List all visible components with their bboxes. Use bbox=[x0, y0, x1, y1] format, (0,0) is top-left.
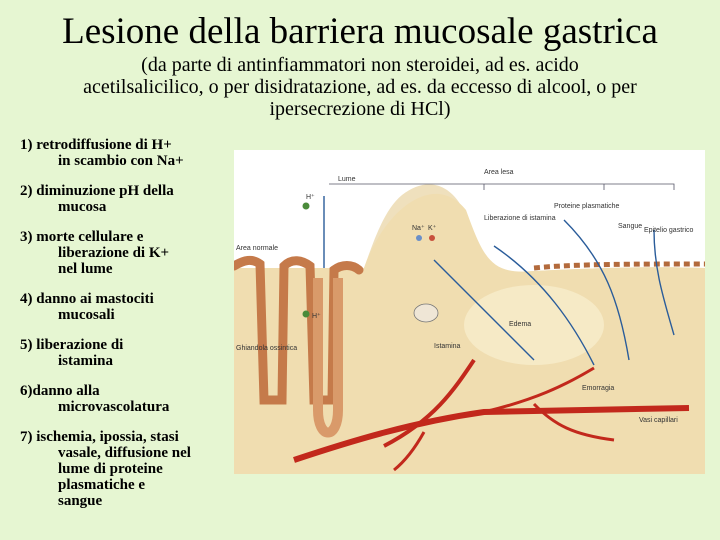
capillary bbox=[293, 405, 690, 463]
label-ghiandola-ossintica: Ghiandola ossintica bbox=[236, 345, 297, 352]
label-epitelio-gastrico: Epitelio gastrico bbox=[644, 227, 694, 234]
slide-title: Lesione della barriera mucosale gastrica bbox=[62, 11, 658, 52]
step-line: microvascolatura bbox=[58, 399, 170, 415]
label-sangue: Sangue bbox=[618, 223, 642, 230]
step-line: lume di proteine bbox=[58, 461, 163, 477]
label-istamina: Istamina bbox=[434, 343, 461, 350]
step-line: 2) diminuzione pH della bbox=[20, 183, 174, 199]
step-line: nel lume bbox=[58, 261, 113, 277]
step-line: 1) retrodiffusione di H+ bbox=[20, 137, 172, 153]
damaged-epithelium bbox=[533, 261, 705, 271]
step-line: 3) morte cellulare e bbox=[20, 229, 144, 245]
label-vasi-capillari: Vasi capillari bbox=[639, 417, 678, 424]
label-proteine-plasmatiche: Proteine plasmatiche bbox=[554, 203, 619, 210]
subtitle-line: ipersecrezione di HCl) bbox=[269, 98, 451, 120]
step-line: sangue bbox=[58, 493, 103, 509]
step-line: plasmatiche e bbox=[58, 477, 146, 493]
step-6: 6)danno alla microvascolatura bbox=[20, 383, 236, 415]
step-line: vasale, diffusione nel bbox=[58, 445, 191, 461]
damaged-cell bbox=[413, 303, 439, 323]
label-area-normale: Area normale bbox=[236, 245, 278, 252]
label-lume: Lume bbox=[338, 176, 356, 183]
mucosa-diagram: Lume H⁺ H⁺ Na⁺ K⁺ Area lesa Area normale… bbox=[234, 150, 705, 474]
na-ion-marker bbox=[416, 235, 422, 241]
lumen-area bbox=[234, 150, 705, 274]
step-7: 7) ischemia, ipossia, stasi vasale, diff… bbox=[20, 429, 236, 509]
diffusion-arrow bbox=[653, 229, 675, 336]
step-1: 1) retrodiffusione di H+ in scambio con … bbox=[20, 137, 236, 169]
label-h-plus: H⁺ bbox=[306, 193, 315, 201]
lesion-bracket bbox=[329, 183, 675, 190]
diffusion-arrow bbox=[563, 219, 630, 361]
label-na-plus: Na⁺ bbox=[412, 224, 425, 232]
step-line: mucosa bbox=[58, 199, 107, 215]
label-edema: Edema bbox=[509, 321, 531, 328]
normal-epithelium bbox=[234, 255, 364, 405]
step-line: 4) danno ai mastociti bbox=[20, 291, 154, 307]
gastric-pit bbox=[313, 278, 343, 438]
slide-subtitle: (da parte di antinfiammatori non steroid… bbox=[18, 54, 702, 120]
step-5: 5) liberazione di istamina bbox=[20, 337, 236, 369]
step-4: 4) danno ai mastociti mucosali bbox=[20, 291, 236, 323]
label-liberazione-istamina: Liberazione di istamina bbox=[484, 215, 556, 222]
edema-zone bbox=[464, 285, 604, 365]
label-k-plus: K⁺ bbox=[428, 224, 437, 232]
step-list: 1) retrodiffusione di H+ in scambio con … bbox=[20, 137, 236, 523]
capillary bbox=[483, 366, 595, 414]
capillary bbox=[383, 358, 476, 448]
step-line: 6)danno alla bbox=[20, 383, 100, 399]
h-ion-marker bbox=[302, 202, 310, 210]
step-3: 3) morte cellulare e liberazione di K+ n… bbox=[20, 229, 236, 277]
subtitle-line: (da parte di antinfiammatori non steroid… bbox=[141, 54, 579, 76]
label-emorragia: Emorragia bbox=[582, 385, 614, 392]
step-line: 5) liberazione di bbox=[20, 337, 124, 353]
label-h-plus: H⁺ bbox=[312, 312, 321, 320]
step-line: istamina bbox=[58, 353, 114, 369]
capillary bbox=[393, 431, 426, 472]
capillary bbox=[532, 402, 615, 442]
step-line: 7) ischemia, ipossia, stasi bbox=[20, 429, 179, 445]
step-line: liberazione di K+ bbox=[58, 245, 170, 261]
diffusion-arrow bbox=[433, 259, 535, 361]
step-2: 2) diminuzione pH della mucosa bbox=[20, 183, 236, 215]
step-line: mucosali bbox=[58, 307, 115, 323]
gastric-mucosa-illustration: Lume H⁺ H⁺ Na⁺ K⁺ Area lesa Area normale… bbox=[234, 150, 705, 474]
h-ion-marker bbox=[302, 310, 310, 318]
k-ion-marker bbox=[429, 235, 435, 241]
diffusion-arrow bbox=[493, 245, 595, 366]
step-line: in scambio con Na+ bbox=[58, 153, 184, 169]
subtitle-line: acetilsalicilico, o per disidratazione, … bbox=[83, 76, 637, 98]
label-area-lesa: Area lesa bbox=[484, 169, 514, 176]
